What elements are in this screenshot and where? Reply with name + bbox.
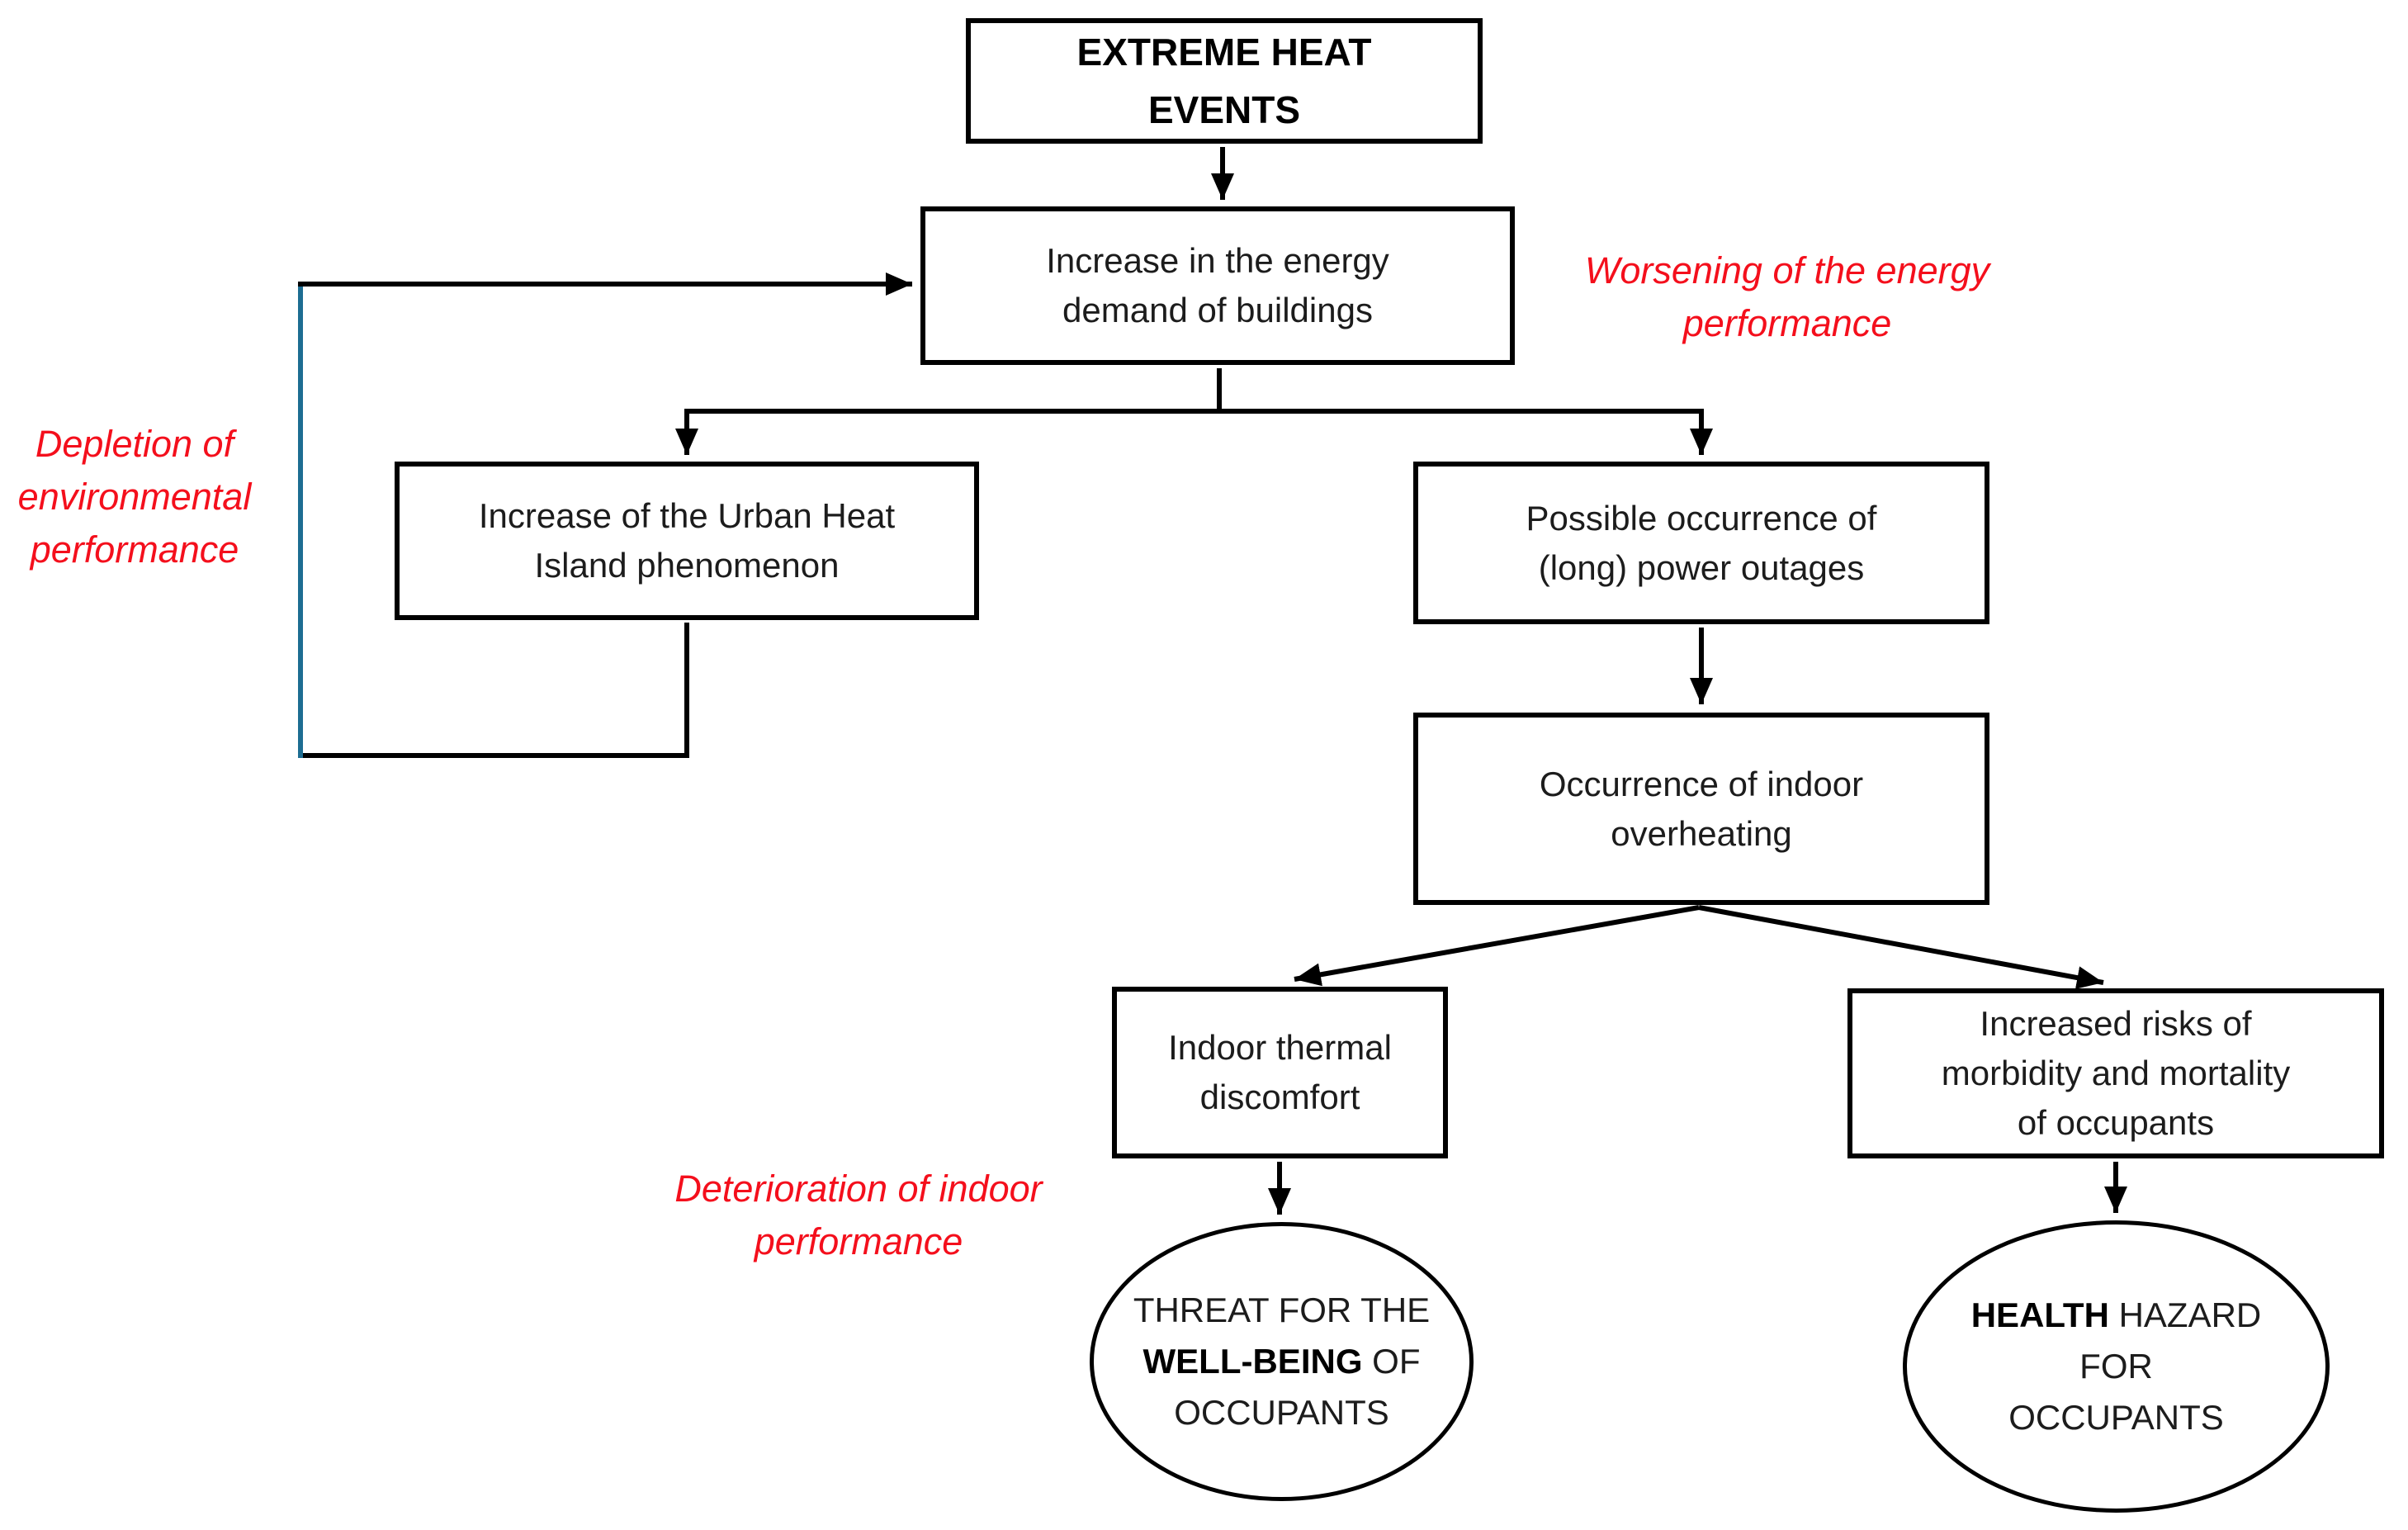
box-extreme-heat-events: EXTREME HEAT EVENTS (966, 18, 1483, 144)
box-urban-heat-island-line1: Increase of the Urban Heat (478, 496, 896, 535)
ellipse-wellbeing-threat: THREAT FOR THE WELL-BEING OF OCCUPANTS (1090, 1222, 1474, 1501)
annotation-worsening-line1: Worsening of the energy (1584, 249, 1990, 291)
box-morbidity-mortality: Increased risks of morbidity and mortali… (1847, 988, 2384, 1158)
arrow-overheating-to-morbidity (1698, 905, 2104, 989)
ellipse-wellbeing-line2-bold: WELL-BEING (1142, 1342, 1363, 1381)
annotation-worsening-energy-performance: Worsening of the energy performance (1573, 244, 2002, 350)
ellipse-health-line3: OCCUPANTS (2008, 1398, 2224, 1437)
box-energy-demand-line2: demand of buildings (1062, 291, 1373, 329)
box-energy-demand: Increase in the energy demand of buildin… (920, 206, 1515, 365)
ellipse-health-line1: HEALTH HAZARD (1971, 1290, 2262, 1341)
box-extreme-heat-events-line1: EXTREME HEAT (1076, 31, 1372, 73)
annotation-depletion-environmental-performance: Depletion of environmental performance (7, 418, 263, 576)
arrow-overheating-to-discomfort (1294, 905, 1700, 987)
ellipse-health-hazard: HEALTH HAZARD FOR OCCUPANTS (1903, 1220, 2330, 1513)
loop-arrow-bottom-segment (303, 623, 689, 758)
box-power-outages-line1: Possible occurrence of (1526, 498, 1877, 538)
annotation-deterioration-line2: performance (754, 1220, 963, 1262)
box-thermal-discomfort-line1: Indoor thermal (1168, 1028, 1392, 1067)
box-morbidity-mortality-line2: morbidity and mortality (1941, 1054, 2291, 1092)
box-indoor-overheating: Occurrence of indoor overheating (1413, 713, 1989, 905)
ellipse-wellbeing-line2-rest: OF (1362, 1342, 1421, 1381)
annotation-deterioration-indoor-performance: Deterioration of indoor performance (652, 1163, 1065, 1268)
annotation-depletion-line3: performance (30, 528, 239, 571)
box-power-outages-line2: (long) power outages (1538, 547, 1865, 587)
annotation-depletion-line1: Depletion of (35, 423, 234, 465)
box-energy-demand-line1: Increase in the energy (1046, 241, 1389, 280)
annotation-worsening-line2: performance (1682, 302, 1892, 344)
ellipse-health-line1-rest: HAZARD (2108, 1296, 2262, 1334)
ellipse-health-line2: FOR (2079, 1347, 2153, 1386)
ellipse-wellbeing-line3: OCCUPANTS (1174, 1393, 1389, 1432)
annotation-deterioration-line1: Deterioration of indoor (674, 1168, 1043, 1210)
box-thermal-discomfort-line2: discomfort (1199, 1078, 1360, 1116)
box-urban-heat-island-line2: Island phenomenon (534, 546, 840, 585)
ellipse-wellbeing-line2: WELL-BEING OF (1143, 1336, 1421, 1387)
box-indoor-overheating-line2: overheating (1611, 813, 1792, 853)
box-indoor-overheating-line1: Occurrence of indoor (1539, 764, 1864, 803)
ellipse-health-line1-bold: HEALTH (1970, 1296, 2109, 1334)
annotation-depletion-line2: environmental (17, 476, 252, 518)
box-morbidity-mortality-line3: of occupants (2017, 1103, 2215, 1142)
box-power-outages: Possible occurrence of (long) power outa… (1413, 462, 1989, 624)
box-extreme-heat-events-line2: EVENTS (1147, 88, 1301, 131)
box-urban-heat-island: Increase of the Urban Heat Island phenom… (395, 462, 979, 620)
box-morbidity-mortality-line1: Increased risks of (1980, 1004, 2252, 1043)
ellipse-wellbeing-line1: THREAT FOR THE (1133, 1291, 1431, 1329)
box-thermal-discomfort: Indoor thermal discomfort (1112, 987, 1448, 1158)
